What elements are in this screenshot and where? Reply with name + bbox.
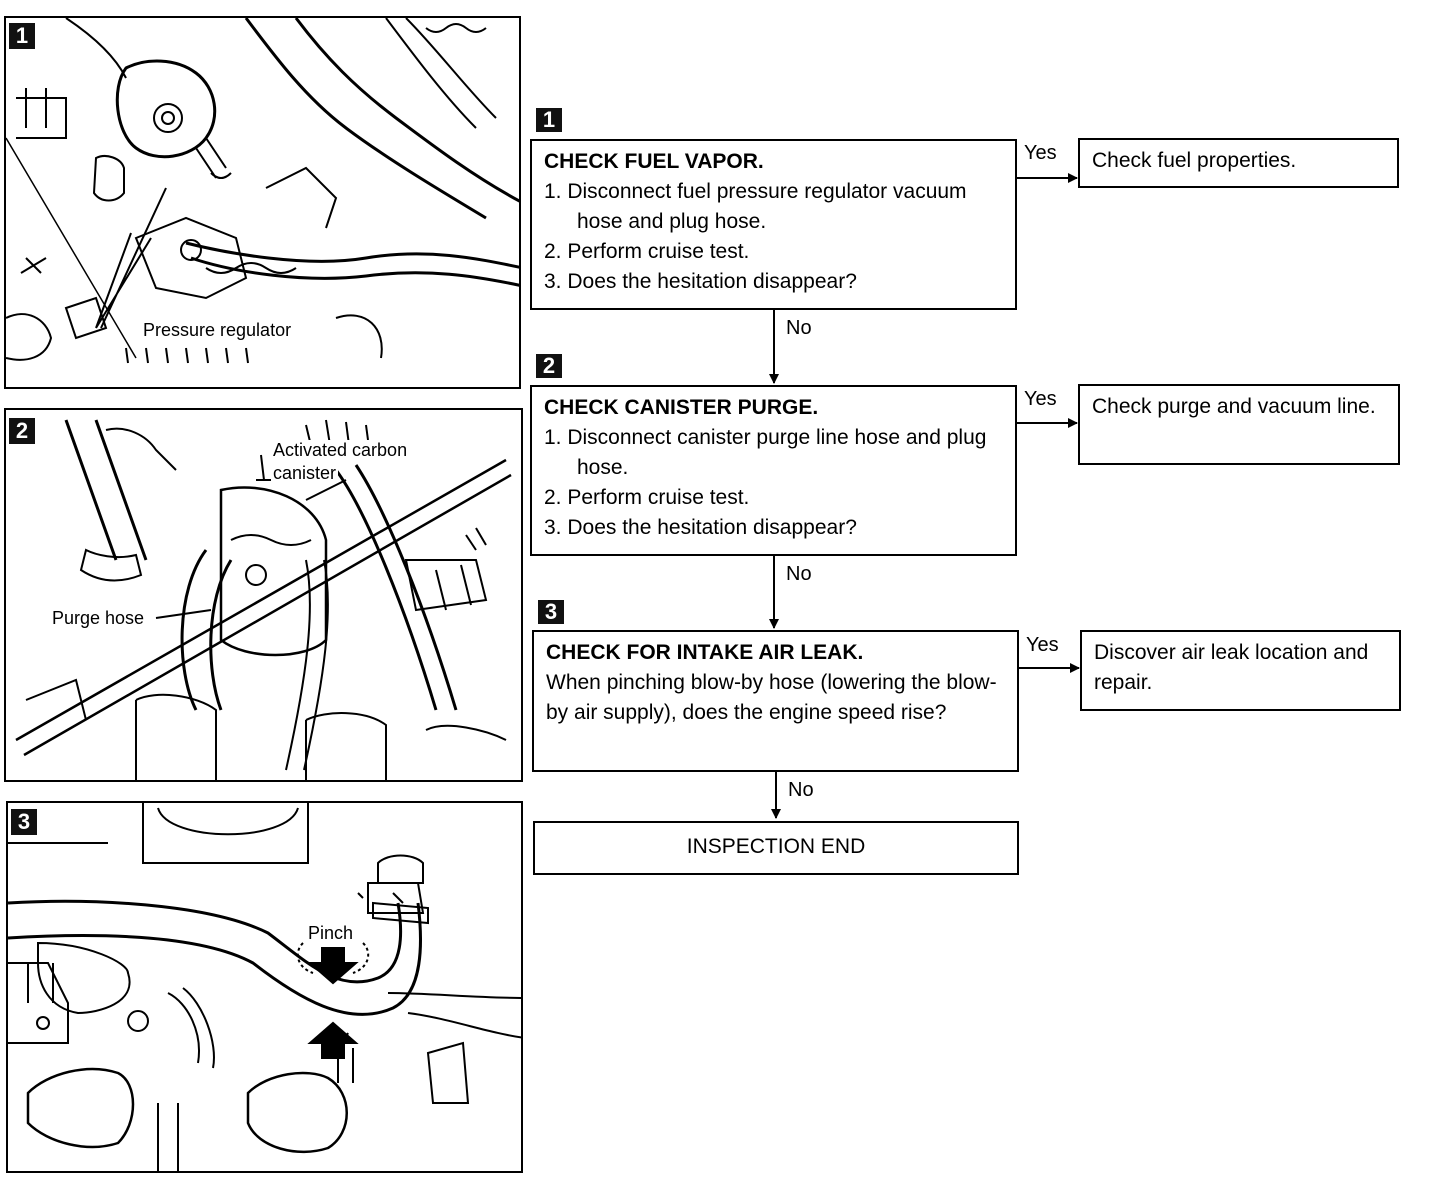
panel-number-badge: 3 (11, 809, 37, 835)
step-title: CHECK CANISTER PURGE. (544, 396, 819, 419)
yes-label-2: Yes (1024, 388, 1057, 410)
check-purge-vacuum-box: Check purge and vacuum line. (1078, 384, 1400, 465)
discover-air-leak-box: Discover air leak location and repair. (1080, 630, 1401, 711)
illustration-panel-1: 1 Pressure regulator (4, 16, 521, 389)
blow-by-hose-drawing (8, 803, 521, 1171)
step-number-badge-1: 1 (536, 108, 562, 132)
step-number-badge-2: 2 (536, 354, 562, 378)
callout-canister: canister (271, 463, 339, 483)
step-item: 1. Disconnect fuel pressure regulator va… (544, 180, 967, 233)
no-label-3: No (788, 779, 814, 801)
callout-pinch: Pinch (306, 923, 356, 943)
step-body: When pinching blow-by hose (lowering the… (546, 671, 997, 724)
step-title: CHECK FUEL VAPOR. (544, 150, 764, 173)
check-fuel-properties-box: Check fuel properties. (1078, 138, 1399, 188)
canister-purge-drawing (15, 419, 512, 780)
no-label-2: No (786, 563, 812, 585)
check-fuel-vapor-box: CHECK FUEL VAPOR. 1. Disconnect fuel pre… (530, 139, 1017, 310)
callout-activated-carbon: Activated carbon (271, 440, 410, 460)
step-title: CHECK FOR INTAKE AIR LEAK. (546, 641, 864, 664)
inspection-end-box: INSPECTION END (533, 821, 1019, 875)
callout-purge-hose: Purge hose (50, 608, 147, 628)
step-item: 2. Perform cruise test. (544, 486, 750, 509)
step-item: 1. Disconnect canister purge line hose a… (544, 426, 987, 479)
panel-number-badge: 2 (9, 418, 35, 444)
step-item: 3. Does the hesitation disappear? (544, 516, 857, 539)
no-label-1: No (786, 317, 812, 339)
step-item: 3. Does the hesitation disappear? (544, 270, 857, 293)
panel-number-badge: 1 (9, 23, 35, 49)
illustration-panel-3: 3 Pinch (6, 801, 523, 1173)
step-number-badge-3: 3 (538, 600, 564, 624)
check-canister-purge-box: CHECK CANISTER PURGE. 1. Disconnect cani… (530, 385, 1017, 556)
callout-pressure-regulator: Pressure regulator (141, 320, 294, 340)
pressure-regulator-drawing (6, 18, 519, 364)
illustration-panel-2: 2 Activated carbon canister Purge hose (4, 408, 523, 782)
yes-label-3: Yes (1026, 634, 1059, 656)
yes-label-1: Yes (1024, 142, 1057, 164)
step-item: 2. Perform cruise test. (544, 240, 750, 263)
check-intake-air-leak-box: CHECK FOR INTAKE AIR LEAK. When pinching… (532, 630, 1019, 772)
